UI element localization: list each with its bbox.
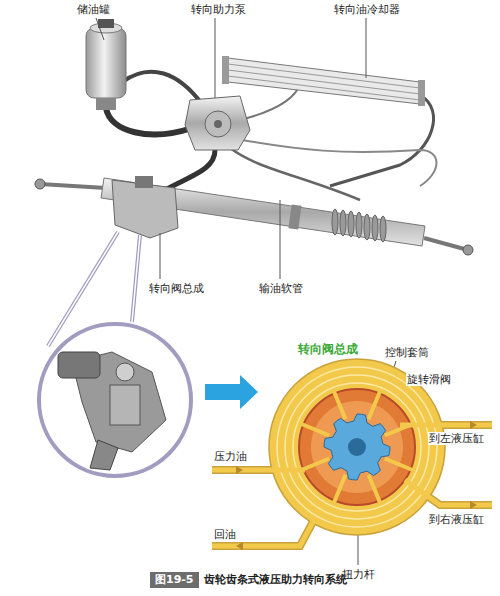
reservoir — [96, 98, 116, 110]
part-label: 控制套筒 — [384, 346, 430, 359]
oil-channel — [300, 390, 415, 505]
magnifier — [110, 385, 140, 425]
leader-line — [280, 200, 281, 279]
valve-section — [285, 375, 429, 519]
hose — [165, 150, 215, 190]
leader-line — [366, 18, 367, 78]
steering-rack — [101, 178, 425, 246]
valve-section — [311, 401, 403, 493]
part-label: 旋转滑阀 — [406, 373, 452, 386]
part-label: 转向助力泵 — [190, 3, 247, 16]
cooler — [222, 56, 229, 84]
figure-number: 图19-5 — [155, 573, 194, 586]
rotary-spool — [324, 414, 390, 480]
pump — [205, 111, 231, 137]
oil-pipe — [212, 518, 315, 546]
pump — [185, 96, 250, 150]
steering-rack — [356, 212, 362, 238]
steering-rack — [424, 238, 468, 250]
part-label: 输油软管 — [258, 282, 304, 295]
cooler — [228, 70, 420, 94]
part-label: 储油罐 — [76, 3, 111, 16]
steering-rack — [348, 211, 354, 237]
leader-line — [96, 18, 104, 40]
reservoir — [86, 28, 126, 98]
rotary-spool — [324, 414, 390, 480]
valve-section — [277, 367, 437, 527]
oil-pipe — [212, 518, 315, 546]
steering-rack — [112, 180, 178, 238]
oil-pipe — [405, 480, 492, 505]
valve-section — [299, 389, 415, 505]
hose — [106, 108, 192, 134]
direction-arrow — [205, 375, 258, 409]
magnifier — [132, 235, 140, 322]
part-label: 转向油冷却器 — [333, 3, 401, 16]
leader-line — [215, 18, 216, 98]
part-label: 到右液压缸 — [428, 513, 485, 526]
magnifier — [116, 363, 134, 381]
pump — [185, 96, 250, 150]
pump — [214, 120, 222, 128]
steering-rack — [135, 176, 153, 188]
steering-rack — [288, 204, 301, 229]
steering-rack — [463, 245, 473, 255]
part-label: 回油 — [213, 528, 237, 541]
diagram-heading: 转向阀总成 — [297, 342, 359, 356]
cooler — [222, 56, 425, 106]
flow-arrow — [470, 501, 477, 509]
oil-channel — [368, 390, 380, 420]
cooler — [418, 80, 425, 106]
part-label: 转向阀总成 — [148, 282, 205, 295]
steering-rack — [364, 214, 370, 240]
steering-rack — [332, 209, 338, 235]
leader-line — [96, 18, 410, 565]
oil-pipe — [400, 423, 492, 428]
magnifier — [39, 232, 191, 476]
flow-arrow — [236, 542, 243, 550]
steering-rack — [340, 210, 346, 236]
flow-arrow — [470, 421, 477, 429]
cooler — [228, 58, 420, 104]
valve-section — [293, 383, 421, 511]
caption: 齿轮齿条式液压助力转向系统 — [204, 572, 347, 588]
hose — [230, 148, 360, 200]
direction-arrow — [205, 375, 258, 409]
flow-arrow — [236, 466, 243, 474]
steering-rack — [380, 216, 386, 242]
figure-number-box: 图19-5 — [150, 572, 199, 588]
oil-channel — [333, 475, 345, 505]
steering-rack — [35, 176, 473, 255]
oil-channel — [300, 423, 330, 435]
part-label: 压力油 — [213, 450, 248, 463]
part-label: 到左液压缸 — [428, 432, 485, 445]
magnifier — [39, 324, 191, 476]
cooler — [228, 64, 420, 88]
magnifier — [90, 440, 118, 470]
oil-pipe — [212, 468, 305, 473]
hose — [330, 95, 434, 186]
reservoir — [98, 19, 114, 28]
oil-pipe — [212, 425, 492, 546]
oil-channel — [333, 390, 345, 420]
hose — [122, 72, 202, 104]
leader-line — [160, 233, 161, 279]
steering-rack — [35, 179, 45, 189]
steering-rack — [40, 184, 106, 188]
oil-channel — [368, 475, 380, 505]
magnifier — [132, 235, 140, 322]
steering-rack — [372, 215, 378, 241]
rotary-spool — [348, 438, 366, 456]
cooler — [228, 76, 420, 100]
oil-channel — [385, 458, 415, 470]
reservoir — [86, 19, 126, 110]
magnifier — [58, 352, 100, 378]
hose — [242, 140, 437, 186]
